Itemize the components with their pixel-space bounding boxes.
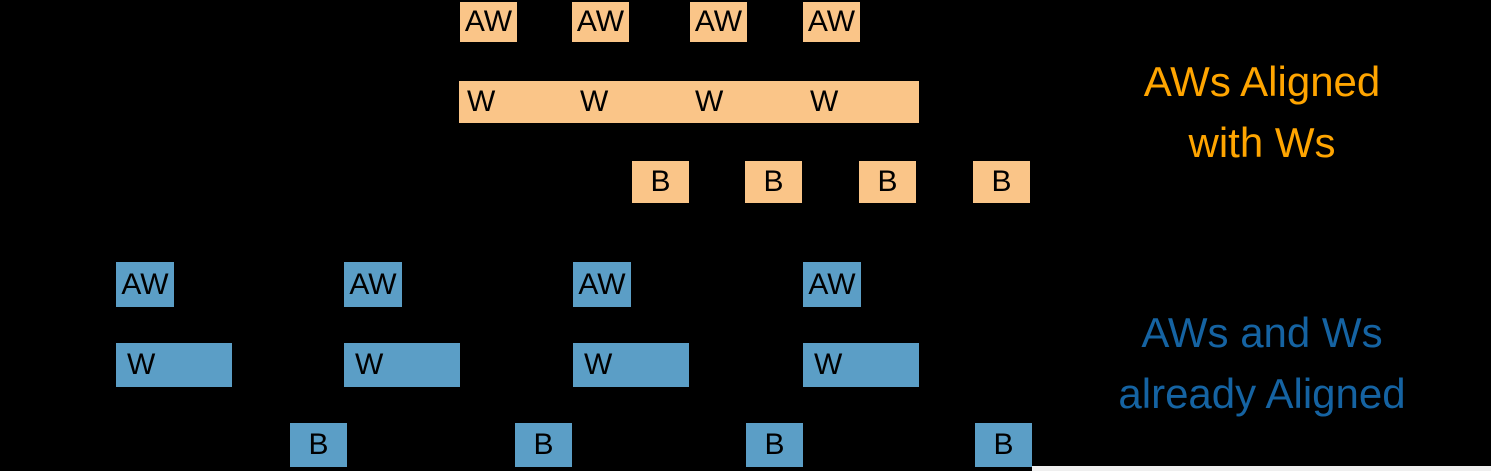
w-bar: W xyxy=(344,343,460,387)
aw-box: AW xyxy=(573,262,631,307)
already-aligned-label: AWs and Ws already Aligned xyxy=(1032,302,1491,424)
aw-box: AW xyxy=(690,2,747,42)
w-bar: W xyxy=(803,343,919,387)
aligned-with-ws-label: AWs Aligned with Ws xyxy=(1032,51,1491,173)
aw-box: AW xyxy=(572,2,629,42)
w-bar-letter: W xyxy=(810,85,839,118)
b-box: B xyxy=(975,423,1032,467)
w-bar: W xyxy=(116,343,232,387)
b-box: B xyxy=(746,423,803,467)
aw-box: AW xyxy=(460,2,517,42)
b-box: B xyxy=(290,423,347,467)
aw-box: AW xyxy=(116,262,174,307)
aw-box: AW xyxy=(803,2,860,42)
aligned-with-ws-label-line2: with Ws xyxy=(1188,119,1336,166)
b-box: B xyxy=(973,161,1030,203)
w-bar: W xyxy=(573,343,689,387)
w-bar-letter: W xyxy=(467,85,496,118)
bottom-edge-bar xyxy=(1032,466,1491,471)
b-box: B xyxy=(859,161,916,203)
w-bar-letter: W xyxy=(695,85,724,118)
aligned-with-ws-label-line1: AWs Aligned xyxy=(1143,58,1381,105)
aw-box: AW xyxy=(344,262,402,307)
b-box: B xyxy=(515,423,572,467)
b-box: B xyxy=(632,161,689,203)
w-bar-letter: W xyxy=(580,85,609,118)
already-aligned-label-line1: AWs and Ws xyxy=(1141,309,1383,356)
b-box: B xyxy=(745,161,802,203)
aw-box: AW xyxy=(803,262,861,307)
already-aligned-label-line2: already Aligned xyxy=(1118,370,1406,417)
